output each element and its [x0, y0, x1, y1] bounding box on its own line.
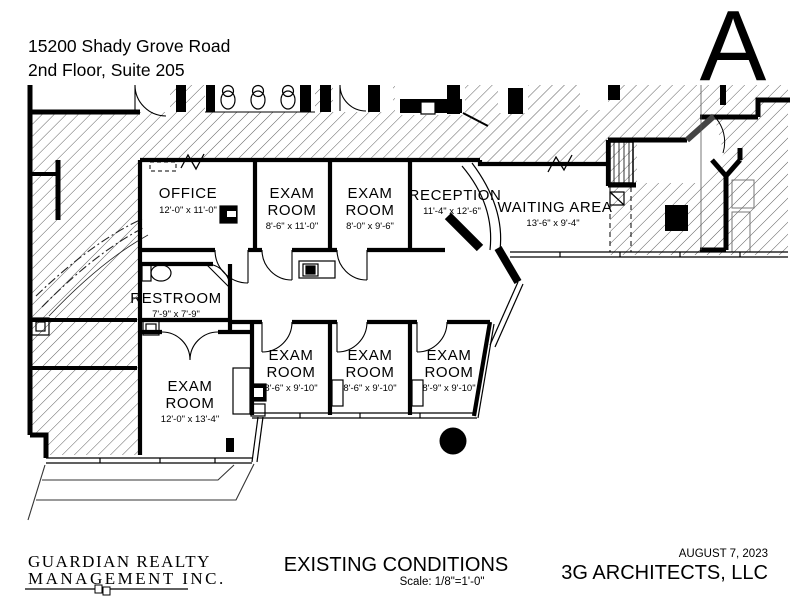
svg-text:8'-9" x 9'-10": 8'-9" x 9'-10" — [422, 383, 475, 394]
svg-text:WAITING AREA: WAITING AREA — [498, 199, 613, 216]
column-dot-icon — [439, 427, 467, 455]
equipment-icon — [298, 260, 336, 279]
header: 15200 Shady Grove Road 2nd Floor, Suite … — [28, 0, 767, 102]
door-swings — [134, 84, 489, 361]
svg-text:ROOM: ROOM — [267, 202, 316, 219]
room-label-waiting: WAITING AREA 13'-6" x 9'-4" — [498, 199, 613, 229]
wall-chunks — [176, 85, 688, 231]
room-label-exam1: EXAM ROOM 8'-6" x 11'-0" — [266, 185, 318, 232]
title-block: GUARDIAN REALTY MANAGEMENT INC. EXISTING… — [25, 548, 768, 596]
svg-text:EXAM: EXAM — [270, 185, 315, 202]
terrace-outline — [27, 463, 255, 521]
svg-text:EXAM: EXAM — [348, 347, 393, 364]
svg-text:RESTROOM: RESTROOM — [130, 290, 221, 307]
cabinet-icon — [331, 379, 344, 407]
svg-text:8'-6" x 9'-10": 8'-6" x 9'-10" — [264, 383, 317, 394]
company-line1: GUARDIAN REALTY — [28, 552, 211, 571]
drawing-title: EXISTING CONDITIONS — [284, 554, 508, 576]
drawing-date: AUGUST 7, 2023 — [679, 548, 768, 560]
address-line1: 15200 Shady Grove Road — [28, 36, 230, 56]
architect-firm: 3G ARCHITECTS, LLC — [561, 562, 768, 584]
svg-text:EXAM: EXAM — [427, 347, 472, 364]
company-line2: MANAGEMENT INC. — [28, 569, 226, 588]
room-label-exam5: EXAM ROOM 8'-9" x 9'-10" — [422, 347, 475, 394]
reception-counter — [444, 162, 524, 419]
svg-text:ROOM: ROOM — [424, 364, 473, 381]
left-band-walls — [27, 85, 140, 458]
room-label-office: OFFICE 12'-0" x 11'-0" — [159, 185, 218, 216]
curved-breakline — [35, 218, 149, 317]
sheet-letter: A — [700, 0, 767, 102]
cabinet-icon — [232, 367, 267, 417]
company-ornament-icon — [94, 584, 111, 596]
room-label-reception: RECEPTION 11'-4" x 12'-6" — [409, 187, 502, 217]
svg-text:ROOM: ROOM — [345, 202, 394, 219]
svg-text:11'-4" x 12'-6": 11'-4" x 12'-6" — [423, 206, 481, 217]
room-label-exam4: EXAM ROOM 8'-6" x 9'-10" — [343, 347, 396, 394]
wall-stub — [226, 438, 234, 452]
svg-text:7'-9" x 7'-9": 7'-9" x 7'-9" — [152, 309, 200, 320]
svg-text:ROOM: ROOM — [266, 364, 315, 381]
toilet-icon — [280, 84, 296, 110]
room-label-exam3: EXAM ROOM 8'-6" x 9'-10" — [264, 347, 317, 394]
svg-text:ROOM: ROOM — [165, 395, 214, 412]
svg-text:12'-0" x 13'-4": 12'-0" x 13'-4" — [161, 414, 219, 425]
toilet-icon — [220, 84, 236, 110]
toilet-icon — [250, 84, 266, 110]
svg-text:8'-0" x 9'-6": 8'-0" x 9'-6" — [346, 221, 394, 232]
room-label-exam-large: EXAM ROOM 12'-0" x 13'-4" — [161, 378, 219, 425]
shaft-box — [420, 101, 436, 115]
room-label-exam2: EXAM ROOM 8'-0" x 9'-6" — [345, 185, 394, 232]
room-labels: OFFICE 12'-0" x 11'-0" EXAM ROOM 8'-6" x… — [130, 185, 612, 425]
junction-box-icon — [31, 317, 50, 336]
svg-text:OFFICE: OFFICE — [159, 185, 218, 202]
svg-text:8'-6" x 9'-10": 8'-6" x 9'-10" — [343, 383, 396, 394]
window-walls — [46, 251, 788, 464]
svg-text:EXAM: EXAM — [348, 185, 393, 202]
toilet-icon — [141, 264, 172, 282]
breakline-zigzag — [149, 153, 573, 173]
svg-text:ROOM: ROOM — [345, 364, 394, 381]
svg-text:EXAM: EXAM — [168, 378, 213, 395]
cabinet-icon — [219, 205, 238, 224]
room-label-restroom: RESTROOM 7'-9" x 7'-9" — [130, 290, 221, 320]
drawing-scale: Scale: 1/8"=1'-0" — [400, 576, 485, 588]
top-right-walls — [685, 85, 790, 253]
suite-walls — [137, 137, 687, 455]
svg-text:EXAM: EXAM — [269, 347, 314, 364]
svg-text:12'-0" x 11'-0": 12'-0" x 11'-0" — [159, 205, 217, 216]
fixtures — [31, 84, 625, 455]
sink-icon — [142, 320, 160, 336]
shaft — [609, 141, 634, 252]
cabinet-icon — [411, 379, 424, 407]
svg-text:RECEPTION: RECEPTION — [409, 187, 502, 204]
column-marker — [665, 205, 688, 231]
svg-text:8'-6" x 11'-0": 8'-6" x 11'-0" — [266, 221, 318, 232]
address-line2: 2nd Floor, Suite 205 — [28, 60, 185, 80]
svg-text:13'-6" x 9'-4": 13'-6" x 9'-4" — [526, 218, 579, 229]
